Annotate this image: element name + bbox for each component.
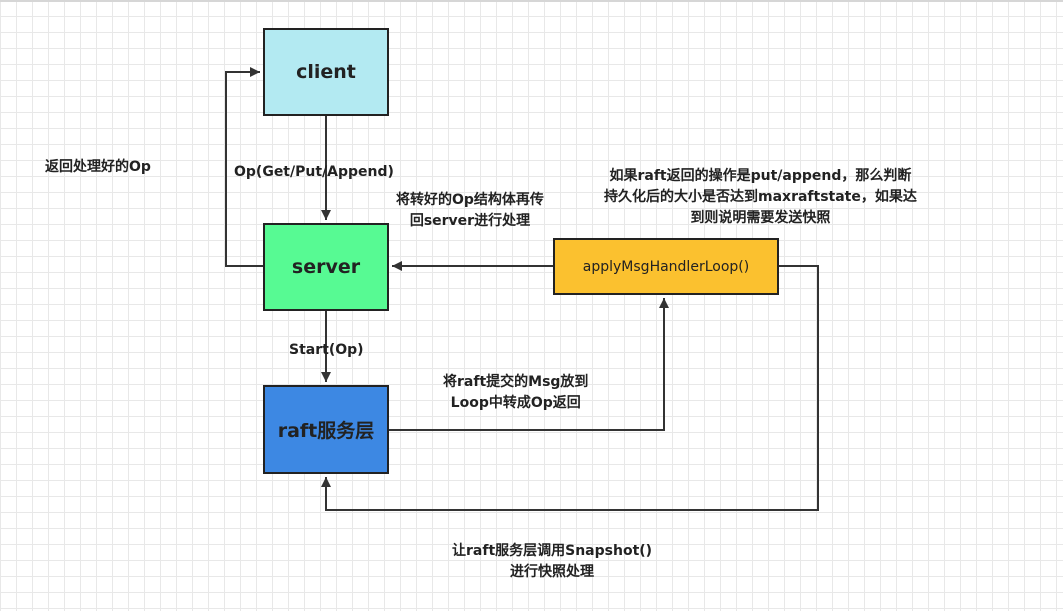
server-node: server <box>263 223 389 311</box>
op-types-label: Op(Get/Put/Append) <box>234 164 394 180</box>
snapshot-call-label: 让raft服务层调用Snapshot() 进行快照处理 <box>452 541 652 583</box>
top-border <box>0 0 1063 2</box>
snapshot-decision-label: 如果raft返回的操作是put/append，那么判断 持久化后的大小是否达到m… <box>604 166 917 229</box>
client-node: client <box>263 28 389 116</box>
decision-label-line-1: 如果raft返回的操作是put/append，那么判断 <box>609 168 912 184</box>
start-op-label: Start(Op) <box>289 342 364 358</box>
client-node-label: client <box>296 61 356 83</box>
snapshot-label-line-2: 进行快照处理 <box>510 564 595 580</box>
convert-label-line-2: 回server进行处理 <box>409 213 531 229</box>
edge-server-to-client <box>225 67 263 267</box>
commit-label-line-1: 将raft提交的Msg放到 <box>443 374 589 390</box>
apply-msg-handler-loop-node: applyMsgHandlerLoop() <box>553 238 779 295</box>
commit-msg-label: 将raft提交的Msg放到 Loop中转成Op返回 <box>443 372 588 414</box>
convert-to-server-label: 将转好的Op结构体再传 回server进行处理 <box>396 190 544 232</box>
raft-service-layer-node: raft服务层 <box>263 385 389 474</box>
decision-label-line-2: 持久化后的大小是否达到maxraftstate，如果达 <box>604 189 917 205</box>
commit-label-line-2: Loop中转成Op返回 <box>450 395 581 411</box>
edge-raft-to-apply <box>389 298 669 431</box>
apply-node-label: applyMsgHandlerLoop() <box>582 258 750 275</box>
snapshot-label-line-1: 让raft服务层调用Snapshot() <box>452 543 653 559</box>
raft-node-label: raft服务层 <box>277 420 375 442</box>
decision-label-line-3: 到则说明需要发送快照 <box>690 210 831 226</box>
convert-label-line-1: 将转好的Op结构体再传 <box>396 192 544 208</box>
return-op-label: 返回处理好的Op <box>45 159 151 175</box>
server-node-label: server <box>291 256 361 278</box>
edge-apply-to-raft <box>321 265 819 511</box>
